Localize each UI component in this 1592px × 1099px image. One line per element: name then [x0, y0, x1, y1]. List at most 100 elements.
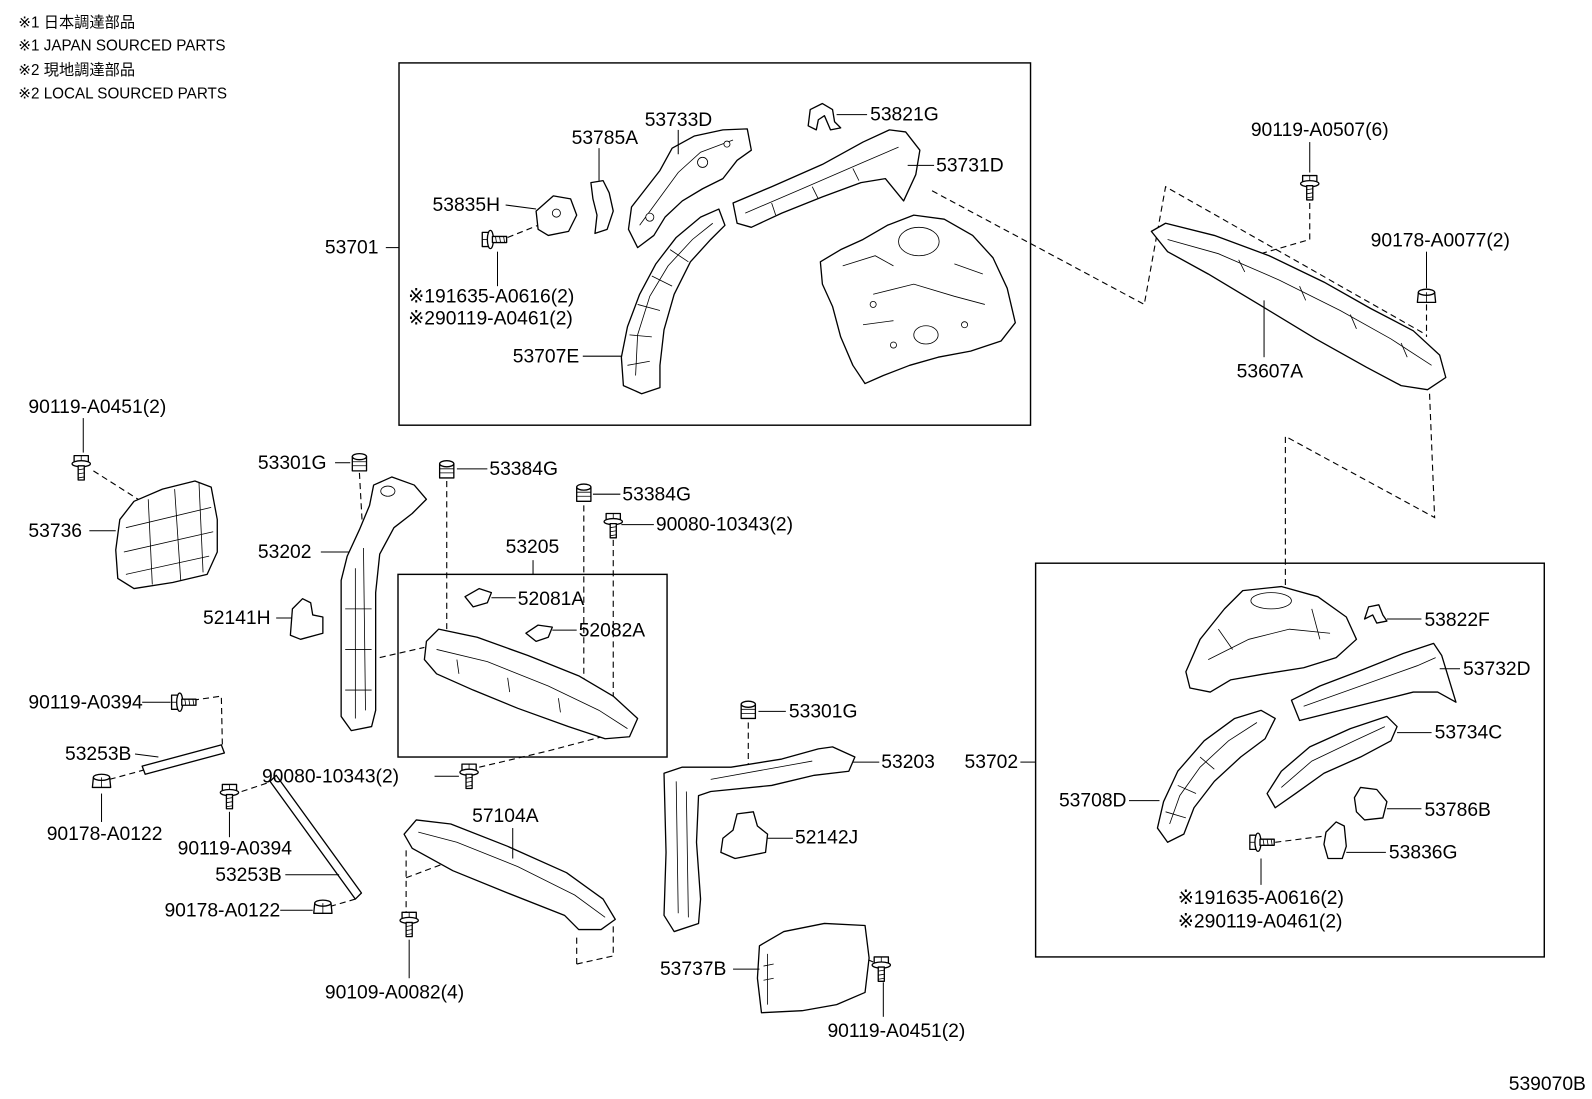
part-53202-hole	[380, 485, 396, 497]
dashed-guide-cap-pillar	[358, 472, 364, 528]
callout-label: 53384G	[489, 459, 558, 480]
part-53701-wheelhouse-hole	[898, 226, 940, 257]
dashed-guide-crossmember	[405, 850, 614, 965]
part-53737b-shape	[756, 922, 870, 1014]
callout-label: 90080-10343(2)	[656, 515, 793, 536]
bolt-icon	[459, 763, 479, 790]
cap-icon	[576, 483, 592, 502]
part-53822f-shape	[1363, 604, 1388, 624]
dashed-guide-left-bolt	[93, 470, 139, 500]
part-53607a-detail	[1167, 239, 1432, 366]
part-53736-detail	[123, 483, 214, 585]
part-53731d-detail	[745, 146, 899, 216]
part-53202-detail	[345, 547, 372, 719]
bolt-icon	[219, 783, 240, 810]
callout-label: 53202	[258, 542, 312, 563]
dashed-guide-rod2-bolt	[241, 780, 273, 793]
rail-group	[1150, 174, 1447, 391]
part-53708d-detail	[1165, 722, 1258, 825]
leader-lines	[82, 114, 1461, 1017]
callout-label: 53732D	[1463, 659, 1531, 680]
part-53836g-shape	[1323, 821, 1347, 860]
callout-label: 53821G	[870, 105, 939, 126]
stud-bolt-icon	[399, 911, 419, 938]
part-53786b-shape	[1353, 786, 1388, 821]
callout-label: 90119-A0394	[178, 838, 293, 859]
part-53737b-detail	[763, 953, 774, 1005]
callout-label: 90109-A0082(4)	[325, 983, 464, 1004]
part-53707e-shape	[620, 208, 726, 395]
part-53253b-rod-shape	[269, 774, 363, 900]
part-53821g-shape	[807, 102, 842, 131]
callout-label: ※290119-A0461(2)	[408, 309, 573, 330]
part-52082a-shape	[525, 624, 553, 642]
callout-label: 90119-A0507(6)	[1251, 120, 1389, 141]
callout-assembly-center: 53205	[506, 537, 560, 558]
callout-label: 90178-A0077(2)	[1371, 231, 1510, 252]
right-assembly-box	[1034, 562, 1545, 958]
callout-label: 53203	[881, 752, 935, 773]
part-53205-shape	[423, 628, 639, 740]
part-53701-wheelhouse-hole	[890, 341, 897, 349]
legend-local-sourced-ja: ※2 現地調達部品	[18, 62, 135, 79]
callout-label: 52081A	[518, 589, 585, 610]
callout-label: 90080-10343(2)	[262, 766, 399, 787]
leader-line	[505, 204, 537, 210]
legend-japan-sourced-en: ※1 JAPAN SOURCED PARTS	[18, 38, 225, 55]
legend: ※1 日本調達部品 ※1 JAPAN SOURCED PARTS ※2 現地調達…	[18, 14, 227, 102]
loose-part-labels: 53607A 90119-A0507(6) 90178-A0077(2) 901…	[28, 120, 1510, 1042]
part-53732d-shape	[1290, 642, 1457, 722]
callout-label: 52082A	[579, 620, 646, 641]
part-53205-detail	[436, 649, 628, 729]
dashed-guide-bottom-bolt	[854, 953, 874, 963]
callout-label: 90178-A0122	[47, 824, 163, 845]
bolt-icon	[481, 229, 508, 250]
part-53835h-hole	[551, 208, 561, 218]
callout-assembly-right: 53702	[965, 752, 1019, 773]
callout-label: 53731D	[936, 156, 1004, 177]
nut-icon	[91, 773, 112, 789]
dashed-guides	[93, 185, 1436, 965]
part-57104a-shape	[403, 819, 616, 931]
part-53733d-shape	[627, 128, 752, 249]
dashed-guide-upper-bolt	[507, 224, 539, 238]
callout-label: 53607A	[1237, 362, 1304, 383]
callout-label: 53835H	[433, 195, 501, 216]
part-53733d-hole	[645, 212, 655, 222]
part-53607a-detail	[1238, 259, 1408, 358]
part-53733d-hole	[723, 140, 731, 148]
part-53732d-detail	[1303, 657, 1436, 707]
callout-label: 53301G	[789, 701, 858, 722]
callout-label: 90119-A0394	[28, 692, 143, 713]
center-box-labels: 53205 52081A 52082A	[506, 537, 646, 641]
bolt-icon	[71, 454, 92, 481]
part-53203-detail	[675, 760, 813, 918]
part-53203-shape	[663, 746, 856, 933]
callout-label: 52141H	[203, 608, 271, 629]
left-parts	[71, 452, 428, 914]
bolt-icon	[170, 692, 197, 713]
part-53707e-detail	[635, 222, 713, 376]
bolt-icon	[1299, 174, 1320, 201]
part-53736-shape	[115, 480, 218, 590]
callout-label: ※290119-A0461(2)	[1178, 912, 1343, 933]
dashed-guide-support-bottom	[479, 732, 618, 768]
part-53202-shape	[340, 476, 428, 732]
part-53734c-detail	[1281, 726, 1386, 788]
dashed-guide-rod-nut	[109, 769, 144, 780]
part-53701-wheelhouse-detail	[842, 255, 985, 326]
dashed-guide-rail-bolt	[1246, 202, 1311, 259]
part-53701-wheelhouse-hole	[869, 300, 877, 308]
cap-icon	[438, 460, 455, 479]
cap-icon	[351, 452, 368, 472]
dashed-guide-rod-bolt	[192, 695, 223, 745]
upper-box-labels: 53701 53785A 53733D 53821G 53731D 53835H…	[325, 105, 1004, 368]
callout-label: 57104A	[472, 806, 539, 827]
callout-assembly-upper: 53701	[325, 238, 379, 259]
center-lower-parts	[663, 700, 892, 1014]
legend-local-sourced-en: ※2 LOCAL SOURCED PARTS	[18, 85, 227, 102]
dashed-guide-rod2-nut	[330, 898, 356, 907]
part-53733d-detail	[639, 139, 734, 226]
upper-assembly-parts	[481, 102, 1016, 395]
